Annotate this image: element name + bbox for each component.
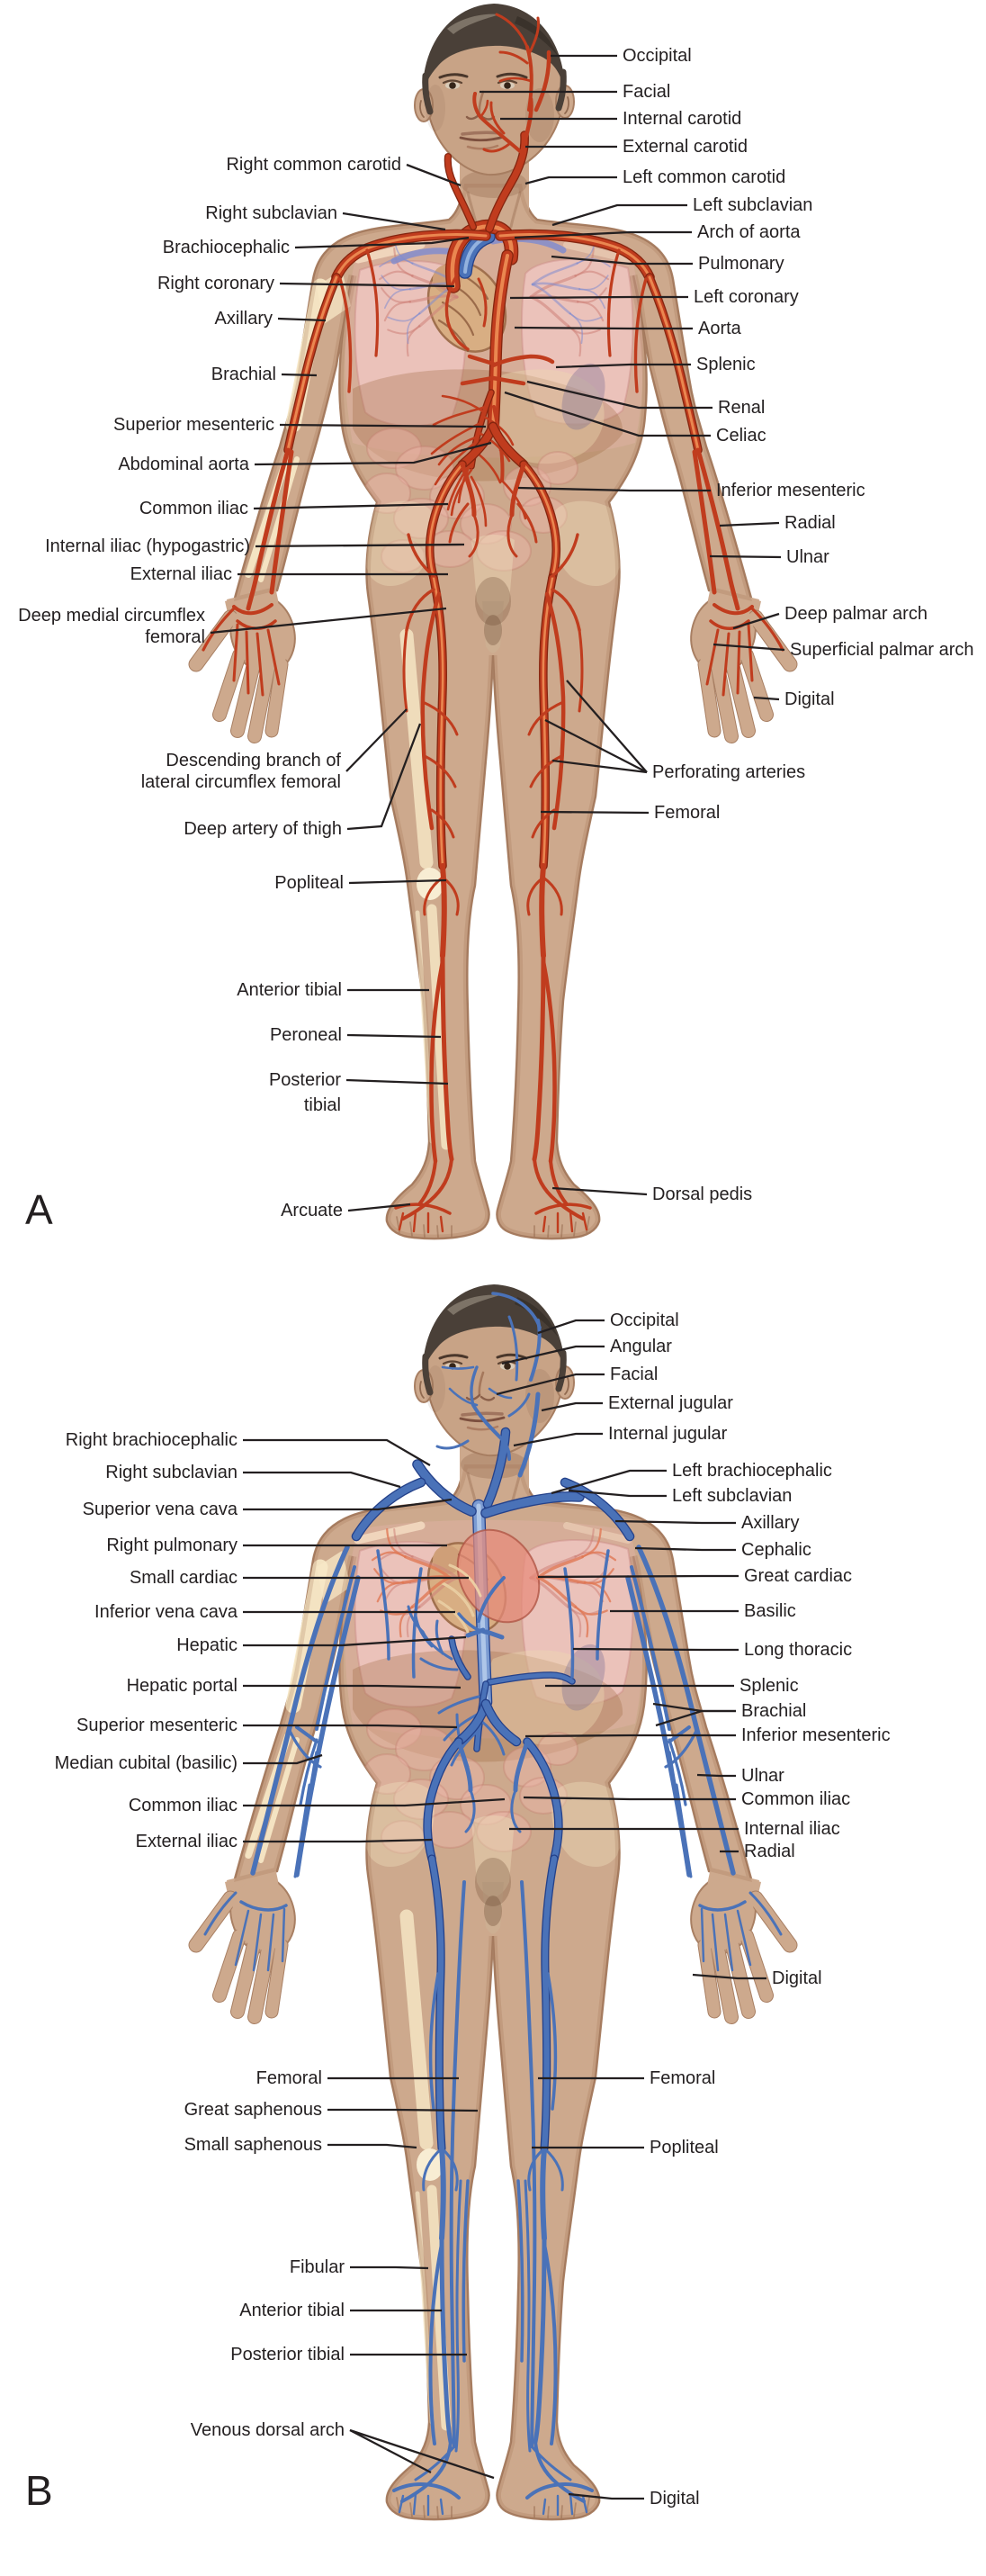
svg-text:Splenic: Splenic bbox=[696, 355, 756, 374]
svg-text:Femoral: Femoral bbox=[654, 803, 720, 823]
svg-text:Left common carotid: Left common carotid bbox=[623, 167, 785, 187]
svg-text:Basilic: Basilic bbox=[744, 1601, 796, 1621]
svg-text:Internal jugular: Internal jugular bbox=[608, 1424, 728, 1444]
svg-text:Deep palmar arch: Deep palmar arch bbox=[784, 604, 928, 624]
svg-text:External iliac: External iliac bbox=[130, 564, 232, 584]
svg-text:Internal iliac (hypogastric): Internal iliac (hypogastric) bbox=[45, 536, 250, 556]
svg-text:Great saphenous: Great saphenous bbox=[184, 2100, 322, 2120]
svg-text:Right subclavian: Right subclavian bbox=[105, 1463, 238, 1482]
svg-text:Deep medial circumflex: Deep medial circumflex bbox=[18, 606, 205, 626]
svg-text:femoral: femoral bbox=[145, 627, 205, 647]
svg-text:Femoral: Femoral bbox=[256, 2068, 322, 2088]
svg-text:A: A bbox=[25, 1186, 53, 1233]
svg-text:Facial: Facial bbox=[623, 82, 670, 102]
svg-text:Median cubital (basilic): Median cubital (basilic) bbox=[55, 1753, 238, 1773]
svg-text:Arcuate: Arcuate bbox=[281, 1201, 343, 1220]
svg-text:Renal: Renal bbox=[718, 398, 765, 418]
svg-text:Right coronary: Right coronary bbox=[157, 274, 274, 293]
svg-text:Femoral: Femoral bbox=[650, 2068, 715, 2088]
svg-text:Perforating arteries: Perforating arteries bbox=[652, 762, 805, 782]
svg-text:Posterior: Posterior bbox=[269, 1070, 341, 1090]
svg-text:Celiac: Celiac bbox=[716, 426, 766, 446]
svg-text:Venous dorsal arch: Venous dorsal arch bbox=[191, 2420, 345, 2440]
svg-text:Inferior mesenteric: Inferior mesenteric bbox=[741, 1725, 891, 1745]
svg-text:Great cardiac: Great cardiac bbox=[744, 1566, 852, 1586]
svg-text:Left subclavian: Left subclavian bbox=[672, 1486, 792, 1506]
svg-text:Abdominal aorta: Abdominal aorta bbox=[118, 455, 250, 474]
svg-text:Digital: Digital bbox=[772, 1968, 822, 1988]
svg-text:Superior vena cava: Superior vena cava bbox=[83, 1500, 238, 1519]
svg-text:Long thoracic: Long thoracic bbox=[744, 1640, 852, 1660]
svg-text:Aorta: Aorta bbox=[698, 319, 742, 338]
svg-text:Popliteal: Popliteal bbox=[650, 2138, 719, 2157]
svg-text:tibial: tibial bbox=[304, 1095, 341, 1115]
svg-text:Brachial: Brachial bbox=[741, 1701, 806, 1721]
svg-text:Deep artery of thigh: Deep artery of thigh bbox=[184, 819, 342, 839]
svg-text:Brachiocephalic: Brachiocephalic bbox=[163, 238, 290, 257]
svg-text:Right common carotid: Right common carotid bbox=[226, 155, 401, 175]
svg-text:Ulnar: Ulnar bbox=[741, 1766, 784, 1786]
svg-text:Anterior tibial: Anterior tibial bbox=[237, 980, 342, 1000]
svg-text:Common iliac: Common iliac bbox=[129, 1796, 238, 1815]
svg-text:Right pulmonary: Right pulmonary bbox=[106, 1536, 238, 1555]
svg-text:B: B bbox=[25, 2467, 53, 2514]
svg-text:Dorsal pedis: Dorsal pedis bbox=[652, 1184, 752, 1204]
svg-text:Angular: Angular bbox=[610, 1337, 672, 1356]
svg-text:Brachial: Brachial bbox=[211, 365, 276, 384]
svg-text:Small saphenous: Small saphenous bbox=[184, 2135, 322, 2155]
svg-text:Occipital: Occipital bbox=[623, 46, 692, 66]
svg-text:Ulnar: Ulnar bbox=[786, 547, 829, 567]
svg-text:Arch of aorta: Arch of aorta bbox=[697, 222, 801, 242]
svg-text:Common iliac: Common iliac bbox=[139, 499, 248, 518]
svg-text:Splenic: Splenic bbox=[740, 1676, 799, 1696]
svg-text:Digital: Digital bbox=[650, 2489, 700, 2508]
svg-text:Internal carotid: Internal carotid bbox=[623, 109, 741, 129]
svg-text:Posterior tibial: Posterior tibial bbox=[230, 2345, 345, 2364]
svg-text:Right subclavian: Right subclavian bbox=[205, 203, 337, 223]
svg-text:Descending branch of: Descending branch of bbox=[166, 751, 341, 770]
svg-text:Cephalic: Cephalic bbox=[741, 1540, 811, 1560]
svg-text:Radial: Radial bbox=[784, 513, 836, 533]
svg-text:Radial: Radial bbox=[744, 1842, 795, 1861]
svg-text:Small cardiac: Small cardiac bbox=[130, 1568, 238, 1588]
svg-text:Peroneal: Peroneal bbox=[270, 1025, 342, 1045]
svg-text:Axillary: Axillary bbox=[741, 1513, 799, 1533]
svg-text:Facial: Facial bbox=[610, 1365, 658, 1384]
svg-text:Fibular: Fibular bbox=[290, 2257, 345, 2277]
svg-text:Left coronary: Left coronary bbox=[694, 287, 799, 307]
svg-text:Left subclavian: Left subclavian bbox=[693, 195, 812, 215]
svg-text:Pulmonary: Pulmonary bbox=[698, 254, 784, 274]
svg-text:Inferior vena cava: Inferior vena cava bbox=[94, 1602, 238, 1622]
svg-text:External carotid: External carotid bbox=[623, 137, 748, 157]
svg-text:Superior mesenteric: Superior mesenteric bbox=[76, 1716, 238, 1735]
svg-text:Superficial palmar arch: Superficial palmar arch bbox=[790, 640, 974, 660]
svg-text:Internal iliac: Internal iliac bbox=[744, 1819, 840, 1839]
svg-text:lateral circumflex femoral: lateral circumflex femoral bbox=[141, 772, 341, 792]
svg-text:Digital: Digital bbox=[784, 689, 835, 709]
svg-text:External jugular: External jugular bbox=[608, 1393, 733, 1413]
svg-text:Left brachiocephalic: Left brachiocephalic bbox=[672, 1461, 832, 1481]
svg-text:Axillary: Axillary bbox=[215, 309, 273, 329]
svg-text:Occipital: Occipital bbox=[610, 1311, 679, 1330]
svg-text:Popliteal: Popliteal bbox=[274, 873, 344, 893]
svg-text:Hepatic portal: Hepatic portal bbox=[127, 1676, 238, 1696]
svg-text:Common iliac: Common iliac bbox=[741, 1789, 850, 1809]
svg-text:Inferior mesenteric: Inferior mesenteric bbox=[716, 481, 865, 500]
svg-text:External iliac: External iliac bbox=[136, 1832, 238, 1851]
svg-text:Anterior tibial: Anterior tibial bbox=[239, 2301, 345, 2320]
svg-text:Hepatic: Hepatic bbox=[176, 1635, 238, 1655]
svg-text:Superior mesenteric: Superior mesenteric bbox=[113, 415, 274, 435]
svg-text:Right brachiocephalic: Right brachiocephalic bbox=[66, 1430, 238, 1450]
